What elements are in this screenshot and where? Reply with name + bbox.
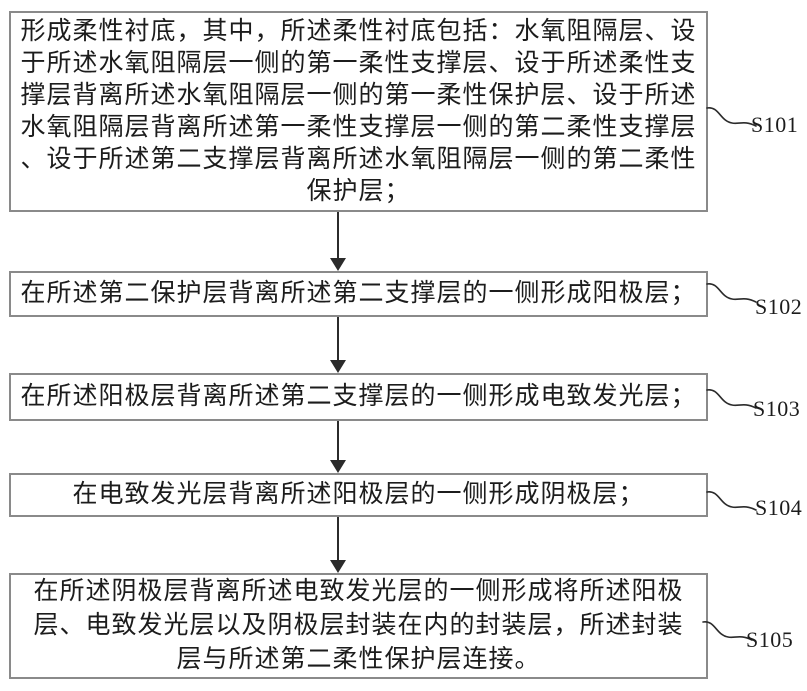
step-text-line: 在所述阴极层背离所述电致发光层的一侧形成将所述阳极 [33,578,684,605]
step-text-line: 撑层背离所述水氧阻隔层一侧的第一柔性保护层、设于所述 [20,81,697,109]
arrow-head-icon [330,360,346,373]
arrow-stem [337,212,339,258]
step-box-s104: 在电致发光层背离所述阳极层的一侧形成阴极层； [9,473,708,517]
down-arrow-icon-2 [330,317,346,373]
down-arrow-icon-3 [330,421,346,473]
step-text-line: 形成柔性衬底，其中，所述柔性衬底包括：水氧阻隔层、设 [20,17,697,45]
step-box-s102: 在所述第二保护层背离所述第二支撑层的一侧形成阳极层； [9,271,708,317]
down-arrow-icon-1 [330,212,346,271]
arrow-stem [337,517,339,560]
connector-curve-s103 [706,389,757,409]
step-text-line: 在所述第二保护层背离所述第二支撑层的一侧形成阳极层； [20,280,697,307]
connector-curve-s102 [706,283,757,303]
step-text-line: 在所述阳极层背离所述第二支撑层的一侧形成电致发光层； [20,383,697,410]
step-label-s101: S101 [751,112,799,137]
connector-curve-s101 [706,107,757,127]
step-box-s101: 形成柔性衬底，其中，所述柔性衬底包括：水氧阻隔层、设 于所述水氧阻隔层一侧的第一… [9,11,708,212]
down-arrow-icon-4 [330,517,346,573]
step-box-s105: 在所述阴极层背离所述电致发光层的一侧形成将所述阳极 层、电致发光层以及阴极层封装… [9,573,708,679]
step-text-line: 层、电致发光层以及阴极层封装在内的封装层，所述封装 [33,612,684,639]
connector-curve-s105 [702,621,753,641]
step-text-line: 在电致发光层背离所述阳极层的一侧形成阴极层； [72,481,645,508]
step-label-s105: S105 [746,627,794,652]
arrow-head-icon [330,460,346,473]
step-text-line: 于所述水氧阻隔层一侧的第一柔性支撑层、设于所述柔性支 [20,49,697,77]
step-text-line: 层与所述第二柔性保护层连接。 [176,646,541,673]
step-text-line: 、设于所述第二支撑层背离所述水氧阻隔层一侧的第二柔性 [20,145,697,173]
connector-curve-s104 [706,491,757,511]
step-label-s104: S104 [755,495,803,520]
arrow-head-icon [330,258,346,271]
arrow-stem [337,421,339,460]
arrow-stem [337,317,339,360]
arrow-head-icon [330,560,346,573]
step-label-s102: S102 [755,294,803,319]
step-text-line: 保护层； [306,177,411,205]
step-label-s103: S103 [753,396,801,421]
step-text-line: 水氧阻隔层背离所述第一柔性支撑层一侧的第二柔性支撑层 [20,113,697,141]
step-box-s103: 在所述阳极层背离所述第二支撑层的一侧形成电致发光层； [9,373,708,421]
